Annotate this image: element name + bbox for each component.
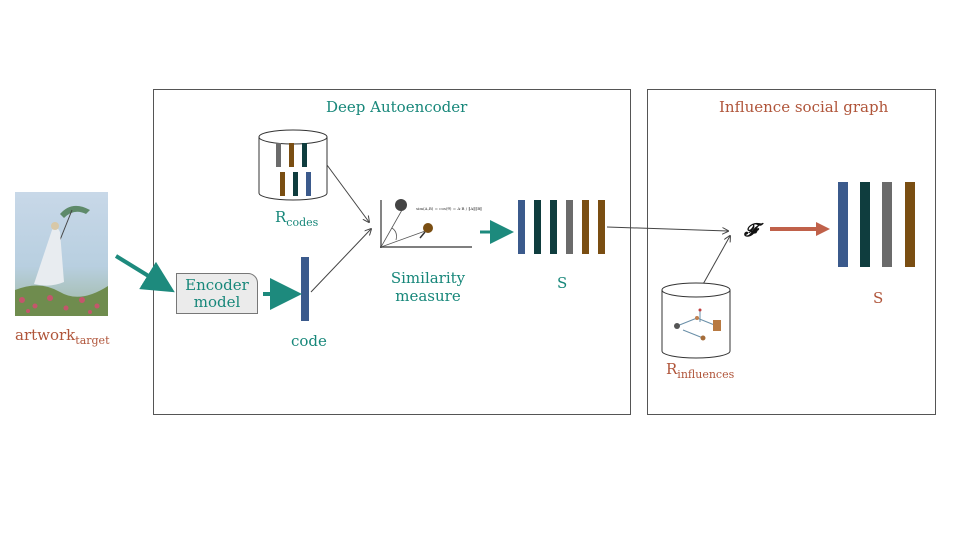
graph-title: Influence social graph xyxy=(719,98,889,116)
similarity-measure-label: Similarity measure xyxy=(390,269,466,305)
code-label: code xyxy=(291,332,327,350)
arrow-code-to-similarity xyxy=(310,229,371,293)
rcodes-label-sub: codes xyxy=(286,216,319,229)
artwork-label-sub: target xyxy=(75,334,110,347)
f-function-symbol: 𝓕 xyxy=(744,220,758,241)
rcodes-label-main: R xyxy=(275,208,287,226)
s-vectors-1 xyxy=(518,200,605,254)
encoder-model-label: Encoder model xyxy=(185,276,249,311)
encoder-model-box: Encoder model xyxy=(176,273,258,314)
code-vector xyxy=(301,257,309,321)
arrow-rcodes-to-similarity xyxy=(326,164,369,222)
rinfluences-label-sub: influences xyxy=(677,368,735,381)
rinfluences-label: Rinfluences xyxy=(666,360,735,381)
arrow-artwork-to-encoder xyxy=(114,254,175,293)
rinfluences-database xyxy=(661,282,731,359)
similarity-plot-icon xyxy=(380,199,472,248)
rinfluences-label-main: R xyxy=(666,360,678,378)
artwork-label-main: artwork xyxy=(15,326,76,344)
artwork-target-label: artworktarget xyxy=(15,326,110,347)
arrow-s-to-f xyxy=(606,226,728,231)
s-label-1: S xyxy=(557,274,568,292)
s-label-2: S xyxy=(873,289,884,307)
rcodes-database xyxy=(258,129,328,201)
artwork-target-image xyxy=(15,192,108,316)
rcodes-label: Rcodes xyxy=(275,208,319,229)
autoencoder-title: Deep Autoencoder xyxy=(326,98,468,116)
s-vectors-2 xyxy=(838,182,915,267)
arrow-f-to-s-head xyxy=(816,222,830,236)
similarity-formula: sim(A,B) = cos(θ) = A·B / ‖A‖‖B‖ xyxy=(416,206,483,211)
